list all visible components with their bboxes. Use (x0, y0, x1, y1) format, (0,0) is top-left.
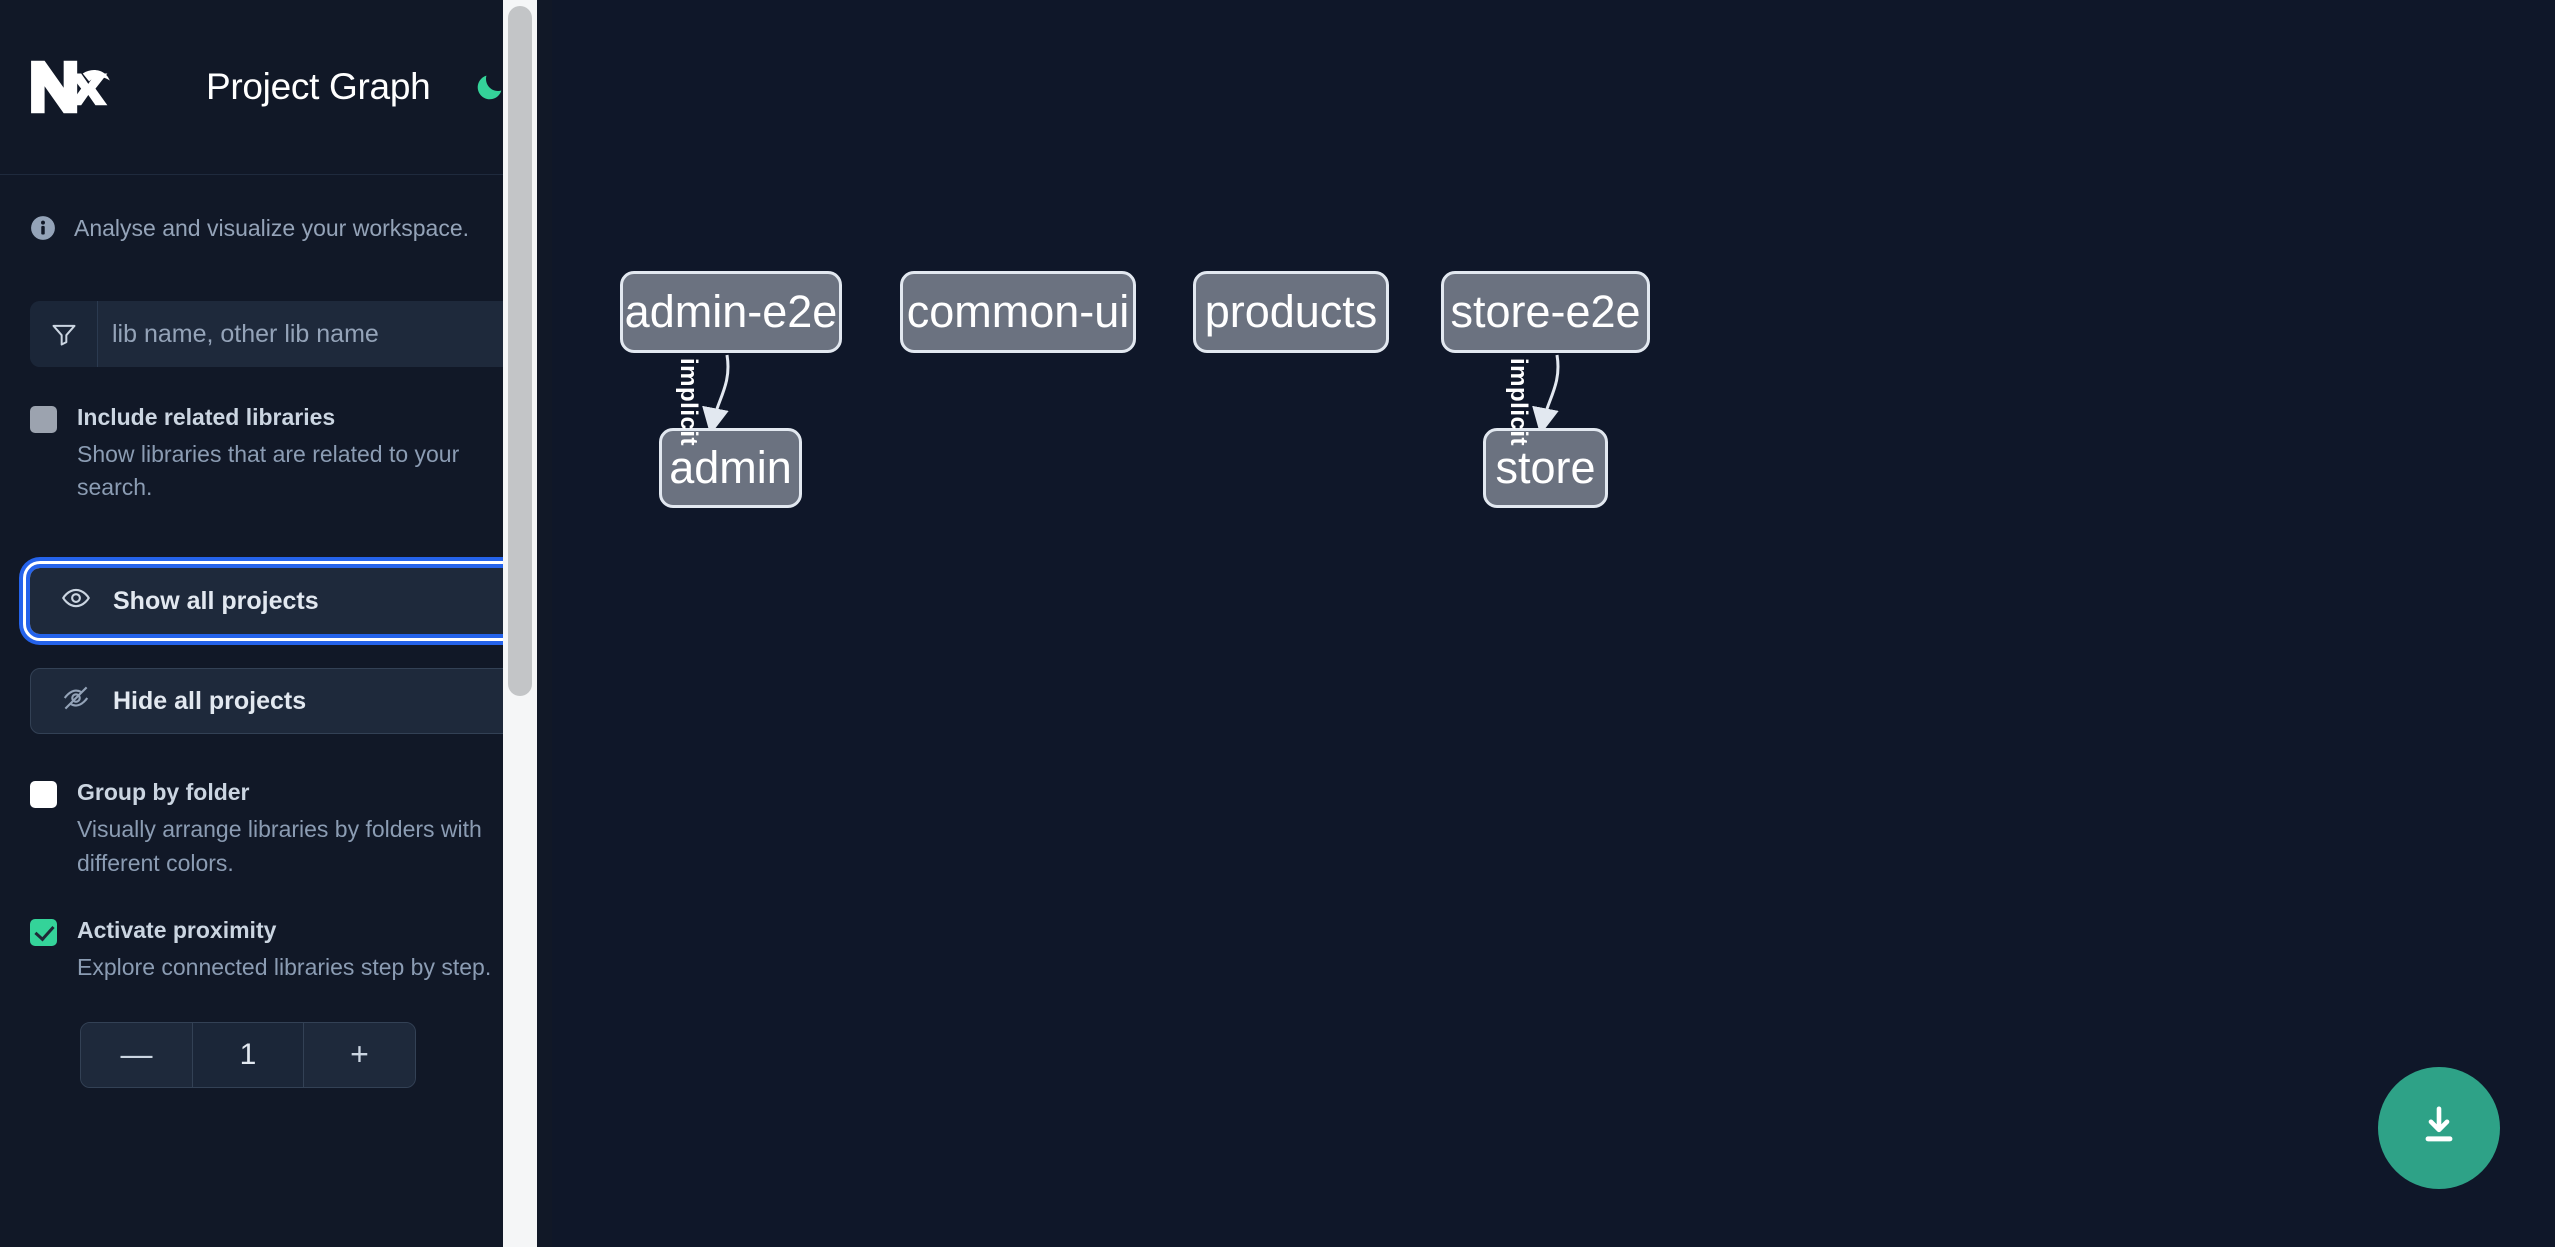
graph-edges (702, 354, 1560, 435)
proximity-stepper[interactable]: — 1 + (80, 1021, 416, 1088)
funnel-filter-icon (30, 301, 98, 367)
sidebar-header: Project Graph (0, 0, 552, 175)
increment-button[interactable]: + (303, 1022, 415, 1087)
sidebar-scrollbar-thumb[interactable] (508, 6, 532, 696)
hide-all-projects-label: Hide all projects (113, 686, 307, 715)
graph-node-admin-e2e[interactable]: admin-e2e (620, 271, 842, 353)
graph-node-store-e2e[interactable]: store-e2e (1441, 271, 1650, 353)
option-title: Activate proximity (77, 916, 277, 943)
filter-search-box[interactable] (30, 301, 522, 367)
download-image-button[interactable] (2378, 1067, 2500, 1189)
download-icon (2416, 1103, 2462, 1154)
activate-proximity-checkbox[interactable] (30, 918, 57, 946)
graph-node-products[interactable]: products (1193, 271, 1389, 353)
proximity-stepper-wrap: — 1 + (0, 984, 552, 1088)
stepper-value: 1 (193, 1022, 303, 1087)
info-circle-icon (30, 215, 56, 246)
eye-slash-icon (61, 683, 91, 720)
page-title: Project Graph (206, 66, 431, 107)
sidebar-right-edge (537, 0, 552, 1247)
graph-canvas[interactable]: admin-e2e common-ui products store-e2e a… (552, 0, 2555, 1247)
edge-label-implicit-store: implicit (1505, 358, 1532, 447)
option-title: Group by folder (77, 779, 250, 806)
option-title: Include related libraries (77, 404, 336, 430)
sidebar-scrollbar[interactable] (503, 0, 537, 1247)
option-activate-proximity[interactable]: Activate proximity Explore connected lib… (0, 880, 552, 984)
show-all-projects-button[interactable]: Show all projects (26, 564, 526, 639)
graph-node-common-ui[interactable]: common-ui (900, 271, 1136, 353)
option-description: Show libraries that are related to your … (77, 440, 460, 501)
option-description: Visually arrange libraries by folders wi… (77, 816, 482, 876)
eye-icon (61, 583, 91, 620)
workspace-info-text: Analyse and visualize your workspace. (74, 215, 470, 241)
group-by-folder-checkbox[interactable] (30, 781, 57, 809)
moon-icon[interactable] (470, 67, 510, 107)
option-include-related-libraries[interactable]: Include related libraries Show libraries… (0, 367, 552, 504)
hide-all-projects-button[interactable]: Hide all projects (30, 668, 522, 735)
workspace-info: Analyse and visualize your workspace. (0, 175, 552, 246)
show-all-projects-label: Show all projects (113, 586, 319, 615)
decrement-button[interactable]: — (81, 1022, 193, 1087)
graph-node-store[interactable]: store (1483, 428, 1608, 508)
sidebar: Project Graph Analyse and visualize your… (0, 0, 552, 1247)
graph-node-admin[interactable]: admin (659, 428, 802, 508)
include-related-libraries-checkbox[interactable] (30, 406, 57, 433)
search-input[interactable] (98, 301, 522, 367)
nx-logo-icon (26, 56, 122, 118)
edge-label-implicit-admin: implicit (675, 358, 702, 447)
option-description: Explore connected libraries step by step… (77, 953, 492, 980)
option-group-by-folder[interactable]: Group by folder Visually arrange librari… (0, 734, 552, 879)
